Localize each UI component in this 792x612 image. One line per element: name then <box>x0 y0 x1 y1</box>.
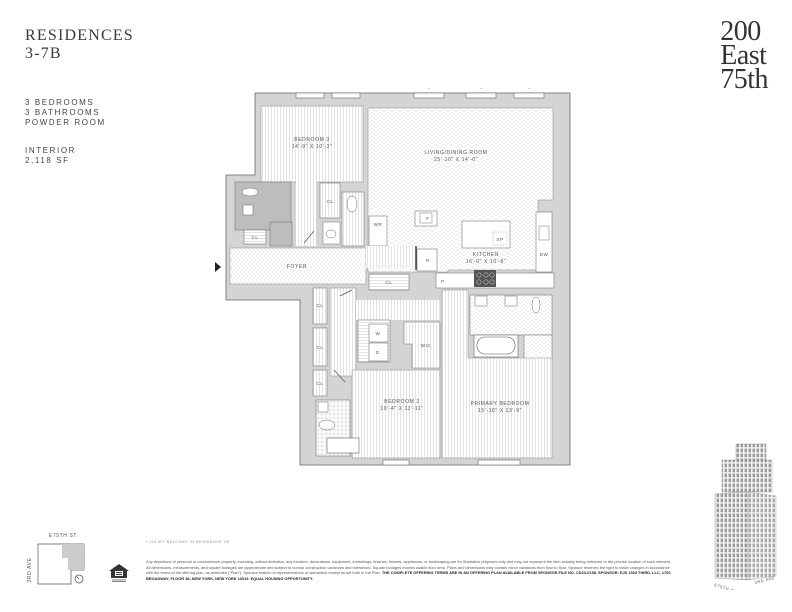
legal-disclaimer: Any depictions of personal or condominiu… <box>146 559 674 581</box>
label-kitchen: KITCHEN <box>473 252 499 258</box>
building-street-left: E75TH ST <box>714 582 738 590</box>
brand-logo: 200 East 75th <box>720 16 768 95</box>
svg-text:DW: DW <box>540 252 549 257</box>
footnote: * JULIET BALCONY IN RESIDENCE 3B <box>146 540 230 544</box>
entry-arrow-icon <box>215 262 221 272</box>
label-foyer: FOYER <box>287 264 307 270</box>
svg-text:*: * <box>480 88 482 91</box>
spec-powder-room: POWDER ROOM <box>25 118 106 127</box>
svg-text:*: * <box>428 88 430 91</box>
building-illustration: E75TH ST 3RD AVE <box>714 443 777 590</box>
legal-text: Any depictions of personal or condominiu… <box>146 559 672 576</box>
label-living: LIVING/DINING ROOM <box>424 150 487 156</box>
label-primary-dims: 15'-10" X 13'-9" <box>478 408 522 414</box>
title-line-1: RESIDENCES <box>25 27 134 44</box>
svg-text:*: * <box>528 88 530 91</box>
svg-text:CL: CL <box>251 235 258 240</box>
svg-text:SP: SP <box>496 237 503 242</box>
keyplan-street-top: E75TH ST <box>49 533 77 539</box>
legal-bold: THE COMPLETE OFFERING TERMS ARE IN AN OF… <box>146 570 671 581</box>
label-bedroom3-dims: 14'-9" X 10'-3" <box>292 144 333 150</box>
brand-line-3: 75th <box>720 64 768 95</box>
label-kitchen-dims: 16'-0" X 10'-8" <box>466 259 507 265</box>
unit-specs: 3 BEDROOMS 3 BATHROOMS POWDER ROOM <box>25 98 106 128</box>
svg-text:CL: CL <box>316 381 323 386</box>
building-street-right: 3RD AVE <box>754 575 775 585</box>
svg-text:W: W <box>376 331 381 336</box>
interior-area: INTERIOR 2,118 SF <box>25 146 76 166</box>
label-bedroom2-dims: 10'-4" X 11'-11" <box>380 406 423 412</box>
svg-text:CL: CL <box>326 199 333 204</box>
brand-line-1: 200 <box>720 16 761 47</box>
svg-text:CL: CL <box>316 345 323 350</box>
spec-bedrooms: 3 BEDROOMS <box>25 98 95 107</box>
label-bedroom2: BEDROOM 2 <box>384 399 419 405</box>
svg-text:WIC: WIC <box>421 343 432 348</box>
label-primary: PRIMARY BEDROOM <box>471 401 530 407</box>
spec-bathrooms: 3 BATHROOMS <box>25 108 101 117</box>
svg-text:CL: CL <box>385 280 392 285</box>
svg-text:P: P <box>441 279 445 284</box>
svg-text:WR: WR <box>374 222 383 227</box>
svg-text:F: F <box>426 216 429 221</box>
brand-line-2: East <box>720 40 767 71</box>
key-plan: E75TH ST 3RD AVE <box>27 533 85 585</box>
svg-text:CL: CL <box>316 303 323 308</box>
label-bedroom3: BEDROOM 3 <box>294 137 329 143</box>
label-living-dims: 25'-10" X 14'-0" <box>434 157 478 163</box>
svg-text:R: R <box>426 258 430 263</box>
title-line-2: 3-7B <box>25 45 62 62</box>
equal-housing-icon <box>109 564 129 582</box>
residence-title: RESIDENCES 3-7B <box>25 27 134 63</box>
svg-text:D: D <box>376 350 380 355</box>
interior-value: 2,118 SF <box>25 156 70 165</box>
keyplan-street-left: 3RD AVE <box>27 557 33 582</box>
interior-label: INTERIOR <box>25 146 77 155</box>
floor-plan: * * * BEDROOM 3 14'-9" X 10'-3" LIVING/DIN… <box>225 88 571 466</box>
